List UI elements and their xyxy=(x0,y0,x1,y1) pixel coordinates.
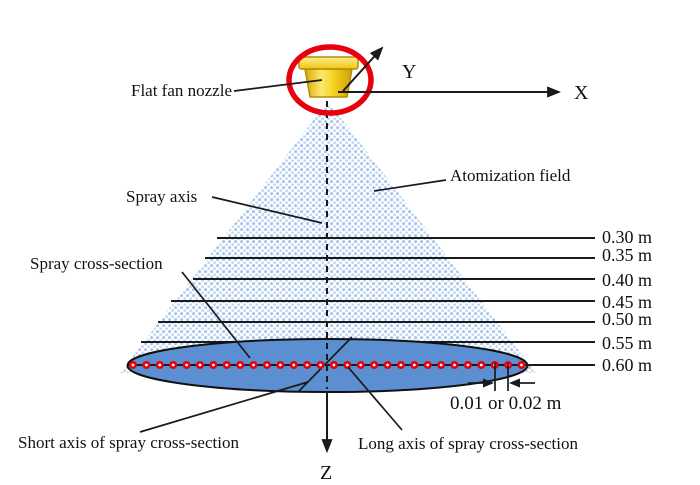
sampling-dot-center xyxy=(292,363,296,367)
sampling-dot-center xyxy=(386,363,389,367)
distance-label-035: 0.35 m xyxy=(602,245,652,265)
dimension-arrow-right-icon xyxy=(509,378,520,388)
sampling-dot-center xyxy=(453,363,456,367)
atomization-field-label: Atomization field xyxy=(450,166,571,185)
leader-atomization-field xyxy=(373,179,447,192)
dot-spacing-label: 0.01 or 0.02 m xyxy=(450,393,562,414)
sampling-dot-center xyxy=(466,363,470,367)
short-axis-label: Short axis of spray cross-section xyxy=(18,433,239,452)
long-axis-label: Long axis of spray cross-section xyxy=(358,434,579,453)
distance-label-045: 0.45 m xyxy=(602,292,652,312)
sampling-dot-center xyxy=(252,363,255,367)
sampling-dot-center xyxy=(238,363,242,367)
sampling-dot-center xyxy=(399,363,403,367)
sampling-dot-center xyxy=(278,363,282,367)
sampling-dot-center xyxy=(319,363,322,367)
sampling-dot-center xyxy=(359,363,363,367)
leader-long-axis xyxy=(347,366,403,431)
y-axis-label: Y xyxy=(402,61,416,83)
flat-fan-nozzle xyxy=(298,56,359,98)
leader-flat-fan-nozzle xyxy=(233,79,323,92)
sampling-dot-center xyxy=(372,363,376,367)
sampling-dot-center xyxy=(185,363,188,367)
x-axis-label: X xyxy=(574,82,589,104)
sampling-dot-center xyxy=(345,363,349,367)
flat-fan-nozzle-label: Flat fan nozzle xyxy=(131,81,232,100)
sampling-dot-center xyxy=(198,363,202,367)
spray-cross-section-label: Spray cross-section xyxy=(30,254,163,273)
sampling-dot-center xyxy=(332,363,336,367)
sampling-dot-center xyxy=(158,363,162,367)
leader-spray-cross-section xyxy=(181,271,251,359)
sampling-dot-center xyxy=(265,363,269,367)
sampling-dot-center xyxy=(439,363,443,367)
nozzle-highlight-circle xyxy=(286,44,374,116)
sampling-dot-center xyxy=(171,363,175,367)
sampling-dots xyxy=(129,361,526,369)
leader-spray-axis xyxy=(211,196,323,224)
distance-label-055: 0.55 m xyxy=(602,333,652,353)
distance-label-050: 0.50 m xyxy=(602,309,652,329)
sampling-dot-center xyxy=(131,363,135,367)
sampling-dot-center xyxy=(144,363,148,367)
leader-short-axis xyxy=(139,381,309,433)
sampling-dot-center xyxy=(305,363,309,367)
distance-label-040: 0.40 m xyxy=(602,270,652,290)
sampling-dot-center xyxy=(426,363,430,367)
sampling-dot-center xyxy=(225,363,229,367)
sampling-dot-center xyxy=(520,363,523,367)
nozzle-flange xyxy=(298,56,359,70)
sampling-dot-center xyxy=(211,363,215,367)
z-axis-label: Z xyxy=(320,462,332,484)
distance-label-060: 0.60 m xyxy=(602,355,652,375)
y-axis-arrow-icon xyxy=(342,46,384,92)
sampling-dot-center xyxy=(412,363,416,367)
dimension-arrow-left-icon xyxy=(483,378,494,388)
spray-axis-label: Spray axis xyxy=(126,187,197,206)
sampling-dot-center xyxy=(479,363,483,367)
distance-label-030: 0.30 m xyxy=(602,227,652,247)
